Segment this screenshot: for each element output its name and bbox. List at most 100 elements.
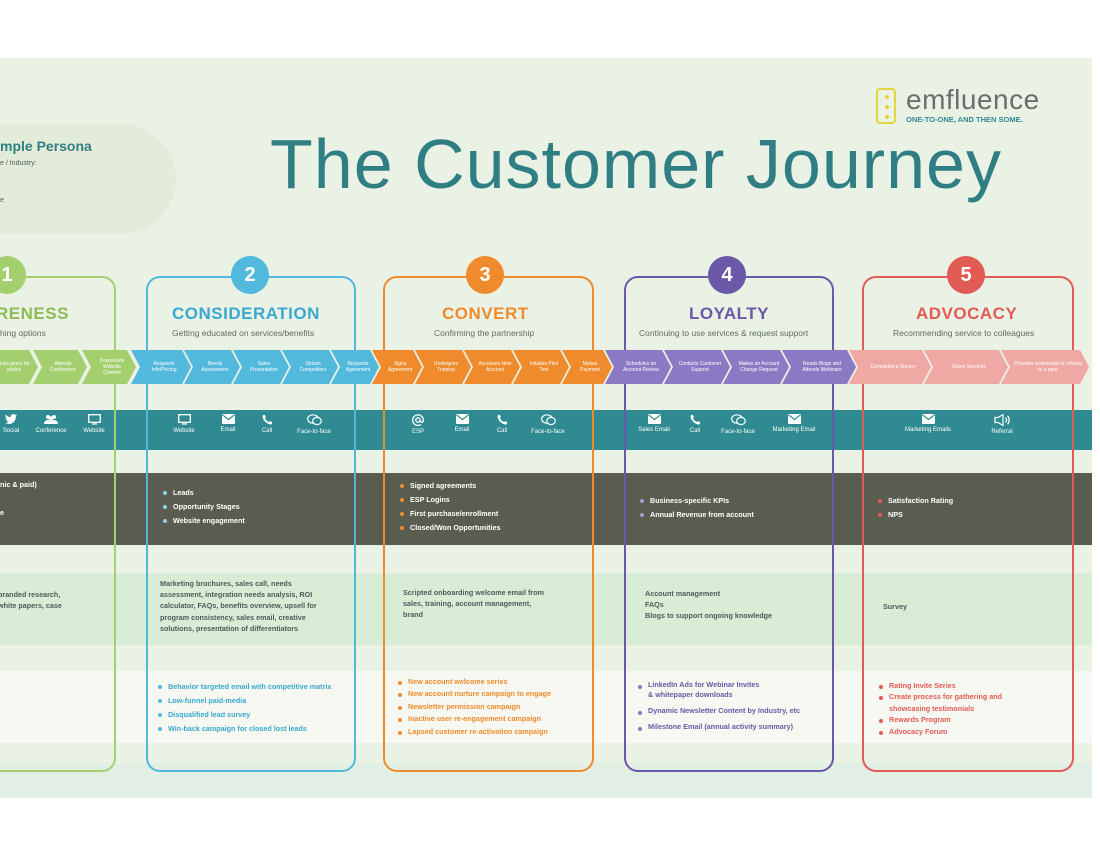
campaign-list-consideration: Behavior targeted email with competitive… <box>158 680 331 736</box>
list-item: Create process for gathering and showcas… <box>879 691 1002 714</box>
touchpoint-label: Sales Email <box>638 427 670 433</box>
stage-desc-awareness: hing options <box>0 328 46 338</box>
kpi-list-convert: Signed agreements ESP Logins First purch… <box>400 479 501 535</box>
stage-number-advocacy: 5 <box>947 256 985 294</box>
persona-subtitle: e / Industry: <box>0 160 37 167</box>
logo-mark-icon <box>876 88 896 124</box>
list-item: Closed/Won Opportunities <box>400 521 501 535</box>
step-chevron: Reads Blogs and Attends Webinars <box>782 350 856 384</box>
step-chevron: Contacts Customer Support <box>664 350 730 384</box>
step-chevron: Rates Services <box>924 350 1008 384</box>
list-item: Disqualified lead survey <box>158 708 331 722</box>
touchpoints-band <box>0 410 1092 450</box>
content-band <box>0 573 1092 645</box>
content-awareness: branded research, white papers, case <box>0 590 62 611</box>
step-chevron: Requests Info/Pricing <box>131 350 191 384</box>
list-item: Lapsed customer re-activation campaign <box>398 726 551 738</box>
list-item: Rewards Program <box>879 714 1002 725</box>
stage-number-consideration: 2 <box>231 256 269 294</box>
touchpoint-label: Email <box>220 427 236 433</box>
monitor-icon <box>87 414 101 425</box>
kpi-band <box>0 473 1092 545</box>
list-item: Inactive user re-engagement campaign <box>398 713 551 725</box>
step-chevron: Signs Agreement <box>372 350 422 384</box>
mail-icon <box>647 414 661 424</box>
chat-icon <box>540 414 556 426</box>
kpi-list-loyalty: Business-specific KPIs Annual Revenue fr… <box>640 494 754 522</box>
step-chevron: Provides testimonial or referral to a pe… <box>1001 350 1089 384</box>
step-chevron: Undergoes Training <box>415 350 471 384</box>
campaign-list-loyalty: LinkedIn Ads for Webinar Invites & white… <box>638 680 800 732</box>
touchpoint-face-to-face: Face-to-face <box>521 414 575 435</box>
chat-icon <box>730 414 746 426</box>
kpi-list-awareness: nic & paid) e <box>0 478 37 520</box>
logo-tagline: ONE-TO-ONE, AND THEN SOME. <box>906 115 1023 124</box>
step-chevron: Schedules an Account Review <box>605 350 671 384</box>
list-item: Win-back campaign for closed lost leads <box>158 722 331 736</box>
touchpoint-referral: Referral <box>975 414 1029 435</box>
list-item: Satisfaction Rating <box>878 494 953 508</box>
page-title: The Customer Journey <box>270 125 1002 203</box>
touchpoint-label: Website <box>83 428 105 434</box>
touchpoint-email: Email <box>435 414 489 433</box>
list-item: Rating Invite Series <box>879 680 1002 691</box>
campaign-list-convert: New account welcome series New account n… <box>398 676 551 738</box>
touchpoint-label: Marketing Email <box>772 427 816 433</box>
list-item: Advocacy Forum <box>879 726 1002 737</box>
touchpoint-label: Email <box>454 427 470 433</box>
people-icon <box>44 415 58 424</box>
list-item: Website engagement <box>163 514 245 528</box>
persona-line: e <box>0 197 4 204</box>
touchpoint-label: Marketing Emails <box>904 427 951 433</box>
list-item: Dynamic Newsletter Content by Industry, … <box>638 706 800 716</box>
stage-awareness-frame <box>0 276 116 772</box>
step-chevron: Downloads Website Content <box>82 350 136 384</box>
touchpoint-label: Call <box>689 428 701 434</box>
touchpoint-label: Social <box>2 428 20 434</box>
touchpoint-label: Call <box>496 428 508 434</box>
stage-name-convert: CONVERT <box>442 304 529 323</box>
stage-desc-convert: Confirming the partnership <box>434 328 535 338</box>
list-item: Newsletter permission campaign <box>398 701 551 713</box>
stage-number-convert: 3 <box>466 256 504 294</box>
step-chevron: Initiates Pilot Test <box>513 350 569 384</box>
kpi-list-consideration: Leads Opportunity Stages Website engagem… <box>163 486 245 528</box>
touchpoint-call: Call <box>668 414 722 434</box>
step-chevron: Attends Conference <box>33 350 87 384</box>
step-chevron: Completes a Survey <box>849 350 931 384</box>
stage-name-loyalty: LOYALTY <box>689 304 770 323</box>
touchpoint-social: Social <box>0 414 38 434</box>
list-item: LinkedIn Ads for Webinar Invites & white… <box>638 680 800 700</box>
step-chevron: Shown Competitors <box>282 350 338 384</box>
twitter-icon <box>5 414 17 424</box>
list-item: First purchase/enrollment <box>400 507 501 521</box>
stage-name-awareness: RENESS <box>0 304 69 323</box>
at-icon <box>412 414 424 426</box>
list-item: Annual Revenue from account <box>640 508 754 522</box>
mail-icon <box>787 414 801 424</box>
touchpoint-label: Referral <box>991 429 1013 435</box>
phone-icon <box>690 414 700 425</box>
monitor-icon <box>177 414 191 425</box>
list-item: NPS <box>878 508 953 522</box>
content-convert: Scripted onboarding welcome email from s… <box>403 588 544 620</box>
list-item: Signed agreements <box>400 479 501 493</box>
list-item: Leads <box>163 486 245 500</box>
journey-poster: mple Persona e / Industry: e emfluence O… <box>0 58 1092 798</box>
touchpoint-label: Face-to-face <box>531 429 565 435</box>
stage-name-advocacy: ADVOCACY <box>916 304 1018 323</box>
campaign-list-advocacy: Rating Invite Series Create process for … <box>879 680 1002 737</box>
touchpoint-label: Face-to-face <box>297 429 331 435</box>
persona-card <box>0 124 176 234</box>
list-item: e <box>0 508 4 517</box>
kpi-list-advocacy: Satisfaction Rating NPS <box>878 494 953 522</box>
list-item: nic & paid) <box>0 480 37 489</box>
touchpoint-esp: ESP <box>391 414 445 435</box>
stage-number-loyalty: 4 <box>708 256 746 294</box>
campaign-band <box>0 671 1092 743</box>
touchpoint-marketing-emails: Marketing Emails <box>901 414 955 433</box>
mail-icon <box>221 414 235 424</box>
touchpoint-call: Call <box>240 414 294 434</box>
bottom-band <box>0 763 1092 798</box>
content-consideration: Marketing brochures, sales call, needs a… <box>160 579 317 633</box>
